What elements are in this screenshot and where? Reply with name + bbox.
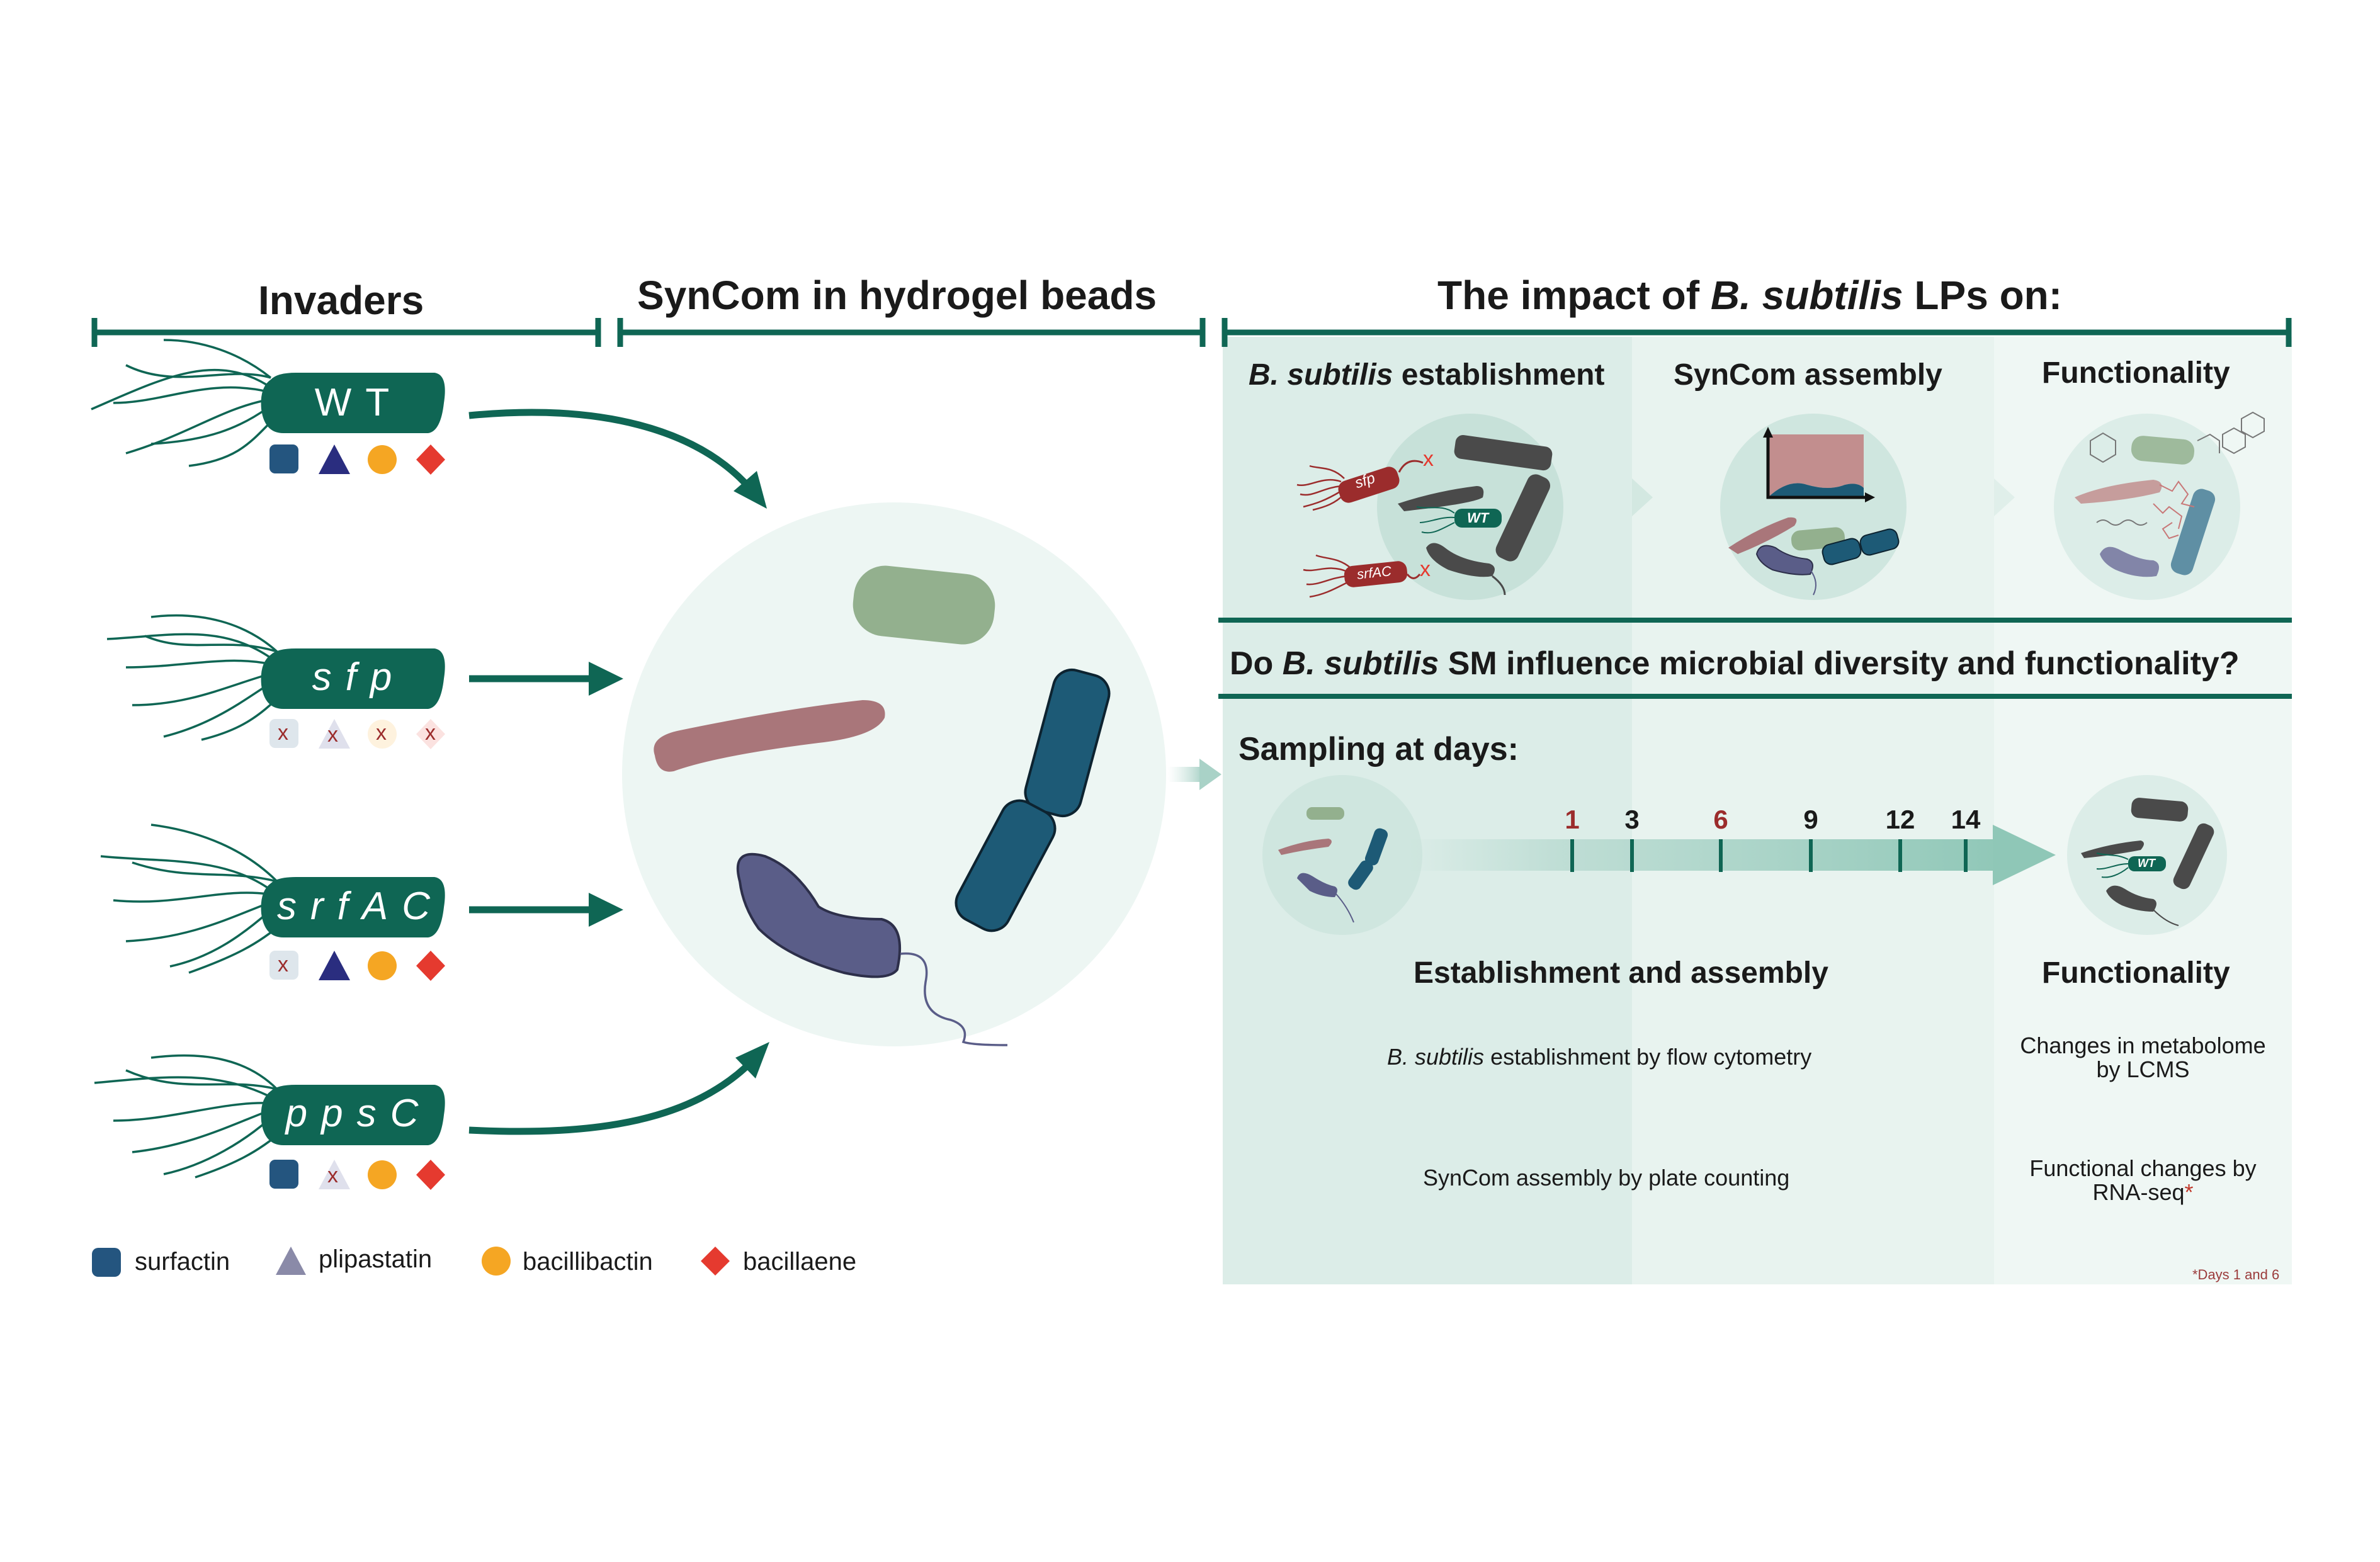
flow-italic: B. subtilis [1387, 1044, 1485, 1070]
rnaseq-asterisk: * [2184, 1179, 2194, 1205]
bottom-title-functionality: Functionality [2042, 956, 2230, 990]
invader-arrows [468, 409, 756, 1135]
mini-x-srfac: x [1420, 557, 1431, 581]
header-brackets [91, 318, 2292, 347]
legend-shapes [92, 1247, 730, 1277]
invader-wt [91, 339, 445, 475]
strain-label-srfac: srfAC [277, 885, 444, 928]
panel-title-functionality: Functionality [2042, 356, 2230, 390]
mini-wt-label: WT [1467, 510, 1489, 526]
rnaseq-line2-text: RNA-seq [2092, 1179, 2185, 1205]
flow-cytometry-text: B. subtilis establishment by flow cytome… [1387, 1044, 1811, 1070]
panel-title-establishment-suffix: establishment [1393, 358, 1605, 392]
invader-arrowheads [589, 471, 769, 1078]
header-impact-italic: B. subtilis [1710, 273, 1903, 318]
panel-title-establishment: B. subtilis establishment [1249, 358, 1604, 392]
day-label: 12 [1885, 805, 1915, 834]
panel-title-assembly: SynCom assembly [1674, 358, 1942, 392]
question-prefix: Do [1230, 645, 1283, 682]
panel-title-establishment-italic: B. subtilis [1249, 358, 1393, 392]
ko-mark: x [278, 721, 288, 745]
flow-suffix: establishment by flow cytometry [1484, 1044, 1812, 1070]
right-dividers [1218, 618, 2292, 699]
syncom-bead [622, 502, 1166, 1046]
rnaseq-line2: RNA-seq* [1994, 1179, 2292, 1206]
question-text: Do B. subtilis SM influence microbial di… [1230, 645, 2240, 682]
ko-mark: x [327, 1163, 338, 1187]
header-invaders: Invaders [258, 278, 424, 323]
establishment-illustration [1296, 414, 1563, 600]
assembly-illustration [1720, 414, 1907, 600]
day-label: 3 [1624, 805, 1640, 834]
mini-wt-label-timeline: WT [2138, 857, 2155, 869]
ko-mark: x [425, 721, 436, 745]
invader-ppsc [94, 1054, 445, 1190]
header-syncom: SynCom in hydrogel beads [637, 273, 1157, 318]
day-label: 14 [1951, 805, 1981, 834]
sampling-title: Sampling at days: [1238, 731, 1519, 767]
invader-sfp [106, 614, 445, 749]
rnaseq-line1: Functional changes by [2029, 1155, 2257, 1181]
strain-label-sfp: sfp [312, 655, 406, 699]
mini-x-sfp: x [1423, 447, 1434, 471]
day-label: 1 [1565, 805, 1580, 834]
ko-mark: x [327, 723, 338, 747]
plate-counting-text: SynCom assembly by plate counting [1423, 1165, 1790, 1191]
legend-bacillaene: bacillaene [743, 1248, 857, 1276]
wt-cell [261, 373, 445, 433]
metabolome-line1: Changes in metabolome [2020, 1033, 2266, 1058]
footnote: *Days 1 and 6 [2192, 1267, 2280, 1282]
header-impact: The impact of B. subtilis LPs on: [1437, 272, 2062, 319]
strain-label-ppsc: ppsC [285, 1092, 433, 1135]
header-impact-suffix: LPs on: [1903, 273, 2063, 318]
bottom-title-establishment: Establishment and assembly [1414, 956, 1828, 990]
legend-bacillibactin: bacillibactin [523, 1248, 653, 1276]
strain-label-wt: WT [314, 381, 404, 424]
question-suffix: SM influence microbial diversity and fun… [1439, 645, 2240, 682]
timeline [1262, 775, 2227, 935]
legend-surfactin: surfactin [135, 1248, 230, 1276]
functionality-illustration [2054, 411, 2265, 600]
day-label: 6 [1713, 805, 1728, 834]
invader-srfac [100, 823, 445, 981]
header-impact-prefix: The impact of [1437, 273, 1711, 318]
bead-to-panel-arrow [1168, 759, 1221, 790]
ko-mark: x [376, 721, 387, 745]
question-italic: B. subtilis [1282, 645, 1439, 682]
legend-plipastatin: plipastatin [319, 1245, 433, 1273]
ko-mark: x [278, 953, 288, 976]
metabolome-line2: by LCMS [2096, 1056, 2190, 1082]
day-label: 9 [1803, 805, 1818, 834]
